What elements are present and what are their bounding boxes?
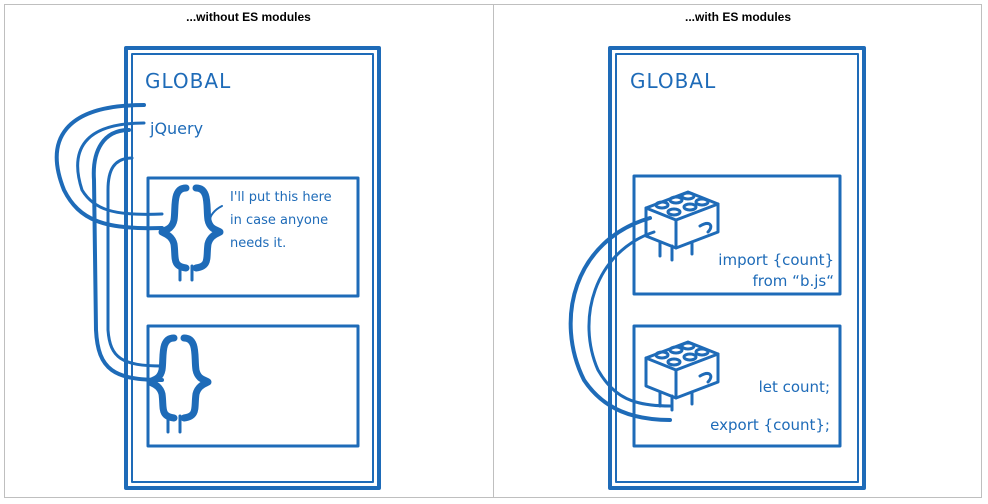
module-line-1: let count; — [759, 378, 830, 396]
module-box-1 — [632, 174, 842, 296]
jquery-label: jQuery — [149, 119, 203, 138]
lego-brick-module-2-icon — [644, 340, 720, 412]
module-box-1 — [146, 176, 360, 298]
note-line-3: needs it. — [230, 236, 286, 251]
module-box-2 — [146, 324, 360, 448]
curly-brace-module-2-icon — [146, 334, 212, 434]
note-line-2: in case anyone — [230, 213, 328, 228]
left-diagram: GLOBAL jQuery I'll put this here in case… — [54, 46, 381, 490]
import-connection-pipe — [568, 216, 672, 422]
right-diagram: GLOBAL import {count} from “b.js“ let co… — [568, 46, 866, 490]
global-label: GLOBAL — [630, 69, 716, 93]
right-panel-title: ...with ES modules — [684, 10, 791, 24]
module-line-2: export {count}; — [710, 416, 830, 434]
global-connection-pipe — [54, 103, 164, 231]
global-label: GLOBAL — [145, 69, 231, 93]
curly-brace-module-1-icon — [158, 184, 224, 282]
global-scope-box — [124, 46, 381, 490]
global-scope-box — [608, 46, 866, 490]
import-line-2: from “b.js“ — [753, 272, 835, 290]
left-panel-title: ...without ES modules — [186, 10, 311, 24]
panel-divider — [493, 4, 494, 498]
module-box-2 — [632, 324, 842, 448]
import-line-1: import {count} — [718, 251, 834, 269]
lego-brick-module-1-icon — [644, 190, 720, 262]
note-line-1: I'll put this here — [230, 190, 332, 205]
